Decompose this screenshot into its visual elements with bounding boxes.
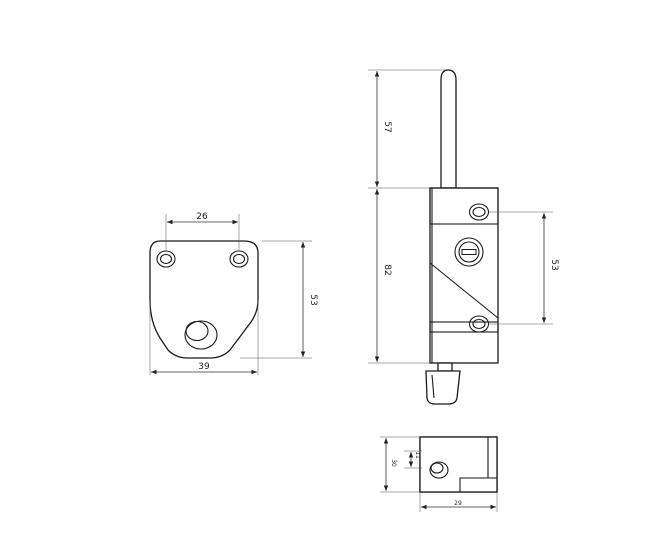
- lock-cylinder-icon: [454, 237, 484, 267]
- dim-label-keeper-width: 29: [454, 500, 462, 507]
- dim-label-keeper-height: 30: [390, 459, 397, 467]
- mounting-hole-left: [156, 250, 176, 268]
- dim-label-plate-height: 53: [308, 294, 318, 305]
- dim-label-plate-width: 39: [198, 362, 210, 372]
- dim-label-keeper-slot: 11: [414, 451, 421, 459]
- tower-bolt: 57 82 53: [368, 69, 559, 405]
- mounting-hole-right: [229, 250, 249, 268]
- bolt-rod: [440, 69, 457, 189]
- striking-plate: 26 39 53: [149, 212, 318, 375]
- bolt-receiving-hole: [184, 320, 218, 350]
- keeper-hole: [429, 461, 449, 479]
- dim-label-hole-spacing: 26: [196, 212, 208, 222]
- bolt-knob: [425, 370, 461, 405]
- body-slant: [429, 262, 499, 319]
- dim-label-bolt-extension: 57: [382, 121, 392, 132]
- keeper-block: 30 11 29: [380, 436, 498, 512]
- bolt-shank-bottom: [437, 362, 453, 372]
- dim-label-bolt-hole-spacing: 53: [549, 259, 559, 270]
- bolt-screw-hole-top: [468, 203, 490, 221]
- bolt-screw-hole-bottom: [468, 315, 490, 333]
- dim-label-bolt-body: 82: [382, 264, 392, 275]
- plate-outline: [149, 240, 259, 359]
